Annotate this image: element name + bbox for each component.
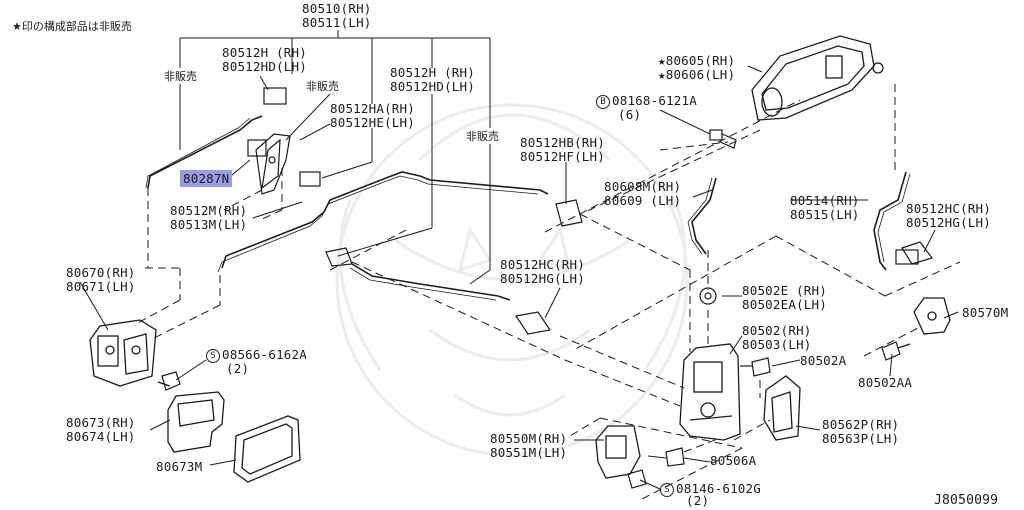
label-80673M: 80673M: [156, 459, 203, 474]
not-sold-label-2: 非販売: [306, 80, 339, 93]
not-sold-label-3: 非販売: [466, 130, 499, 143]
label-80287N[interactable]: 80287N: [180, 170, 233, 187]
label-80512HG-a: 80512HG(LH): [500, 271, 585, 286]
label-80512HE: 80512HE(LH): [330, 115, 415, 130]
not-sold-label-1: 非販売: [164, 70, 197, 83]
label-80512H-a: 80512H (RH): [222, 45, 307, 60]
label-80512HD-a: 80512HD(LH): [222, 59, 307, 74]
label-08146-qty: (2): [686, 493, 710, 508]
label-80513M: 80513M(LH): [170, 217, 248, 232]
label-80563P: 80563P(LH): [822, 431, 900, 446]
lock-cylinder-rod-80512HA: [255, 133, 291, 195]
bolt-80502AA: [881, 341, 911, 361]
routing-dashed-lines: [133, 84, 961, 501]
label-80512HA: 80512HA(RH): [330, 101, 415, 116]
label-80502: 80502(RH): [742, 323, 812, 338]
label-08168-qty: (6): [618, 107, 642, 122]
outside-handle-lever-80670: [89, 319, 157, 387]
grommet-80502E: [699, 287, 717, 305]
label-80605: ★80605(RH): [658, 53, 736, 68]
label-80570M: 80570M: [962, 305, 1009, 320]
label-80674: 80674(LH): [66, 429, 136, 444]
actuator-80562P: [763, 375, 801, 441]
label-08566-qty: (2): [226, 361, 250, 376]
clip-80512HB: [895, 249, 919, 265]
label-80502A: 80502A: [800, 353, 847, 368]
label-80506A: 80506A: [710, 453, 757, 468]
circle-b-icon: B: [596, 95, 610, 109]
label-80512HD-b: 80512HD(LH): [390, 79, 475, 94]
label-80551M: 80551M(LH): [490, 445, 568, 460]
leader-lines: [79, 65, 959, 490]
label-80550M: 80550M(RH): [490, 431, 568, 446]
bolt-08168: [709, 129, 737, 149]
door-lock-80502: [679, 343, 741, 441]
label-80512HB: 80512HB(RH): [520, 135, 605, 150]
label-80502EA: 80502EA(LH): [742, 297, 827, 312]
cable-inside-handle: [351, 263, 511, 301]
label-80503: 80503(LH): [742, 337, 812, 352]
screw-80506A: [665, 447, 685, 467]
bracket-80510: [179, 30, 491, 150]
rod-80514: [873, 171, 907, 271]
label-80562P: 80562P(RH): [822, 417, 900, 432]
label-80502E: 80502E (RH): [742, 283, 827, 298]
label-80512HC-b: 80512HC(RH): [906, 201, 991, 216]
label-80673: 80673(RH): [66, 415, 136, 430]
watermark-emblem: [335, 103, 689, 457]
highlighted-part-80287N[interactable]: 80287N: [180, 170, 233, 187]
striker-80570M: [913, 297, 951, 335]
label-80512HF: 80512HF(LH): [520, 149, 605, 164]
label-80502AA: 80502AA: [858, 375, 913, 390]
label-80514: 80514(RH): [790, 193, 860, 208]
legend-note: ★印の構成部品は非販売: [12, 20, 132, 33]
label-80512M: 80512M(RH): [170, 203, 248, 218]
label-80606: ★80606(LH): [658, 67, 736, 82]
rod-80512M: [221, 171, 549, 269]
label-80512HC-a: 80512HC(RH): [500, 257, 585, 272]
circle-s-icon: S: [206, 349, 220, 363]
escutcheon-80673: [167, 391, 225, 453]
outside-handle-80605: [751, 35, 884, 121]
rods-and-cables: [145, 115, 911, 301]
screw-08146: [627, 469, 647, 489]
screw-08566: [157, 371, 181, 391]
label-80609: 80609 (LH): [604, 193, 682, 208]
label-80515: 80515(LH): [790, 207, 860, 222]
label-80512HG-b: 80512HG(LH): [906, 215, 991, 230]
label-80511: 80511(LH): [302, 15, 372, 30]
bezel-80673M: [233, 415, 301, 483]
label-80608M: 80608M(RH): [604, 179, 682, 194]
label-80510: 80510(RH): [302, 1, 372, 16]
label-80512H-b: 80512H (RH): [390, 65, 475, 80]
label-80671: 80671(LH): [66, 279, 136, 294]
rod-80287N: [147, 115, 263, 189]
circle-s-icon: S: [660, 483, 674, 497]
rear-lock-80550M: [595, 425, 641, 479]
label-80670: 80670(RH): [66, 265, 136, 280]
rod-80608M: [691, 177, 717, 255]
bolt-80502A: [740, 357, 771, 377]
diagram-id: J8050099: [934, 493, 999, 508]
